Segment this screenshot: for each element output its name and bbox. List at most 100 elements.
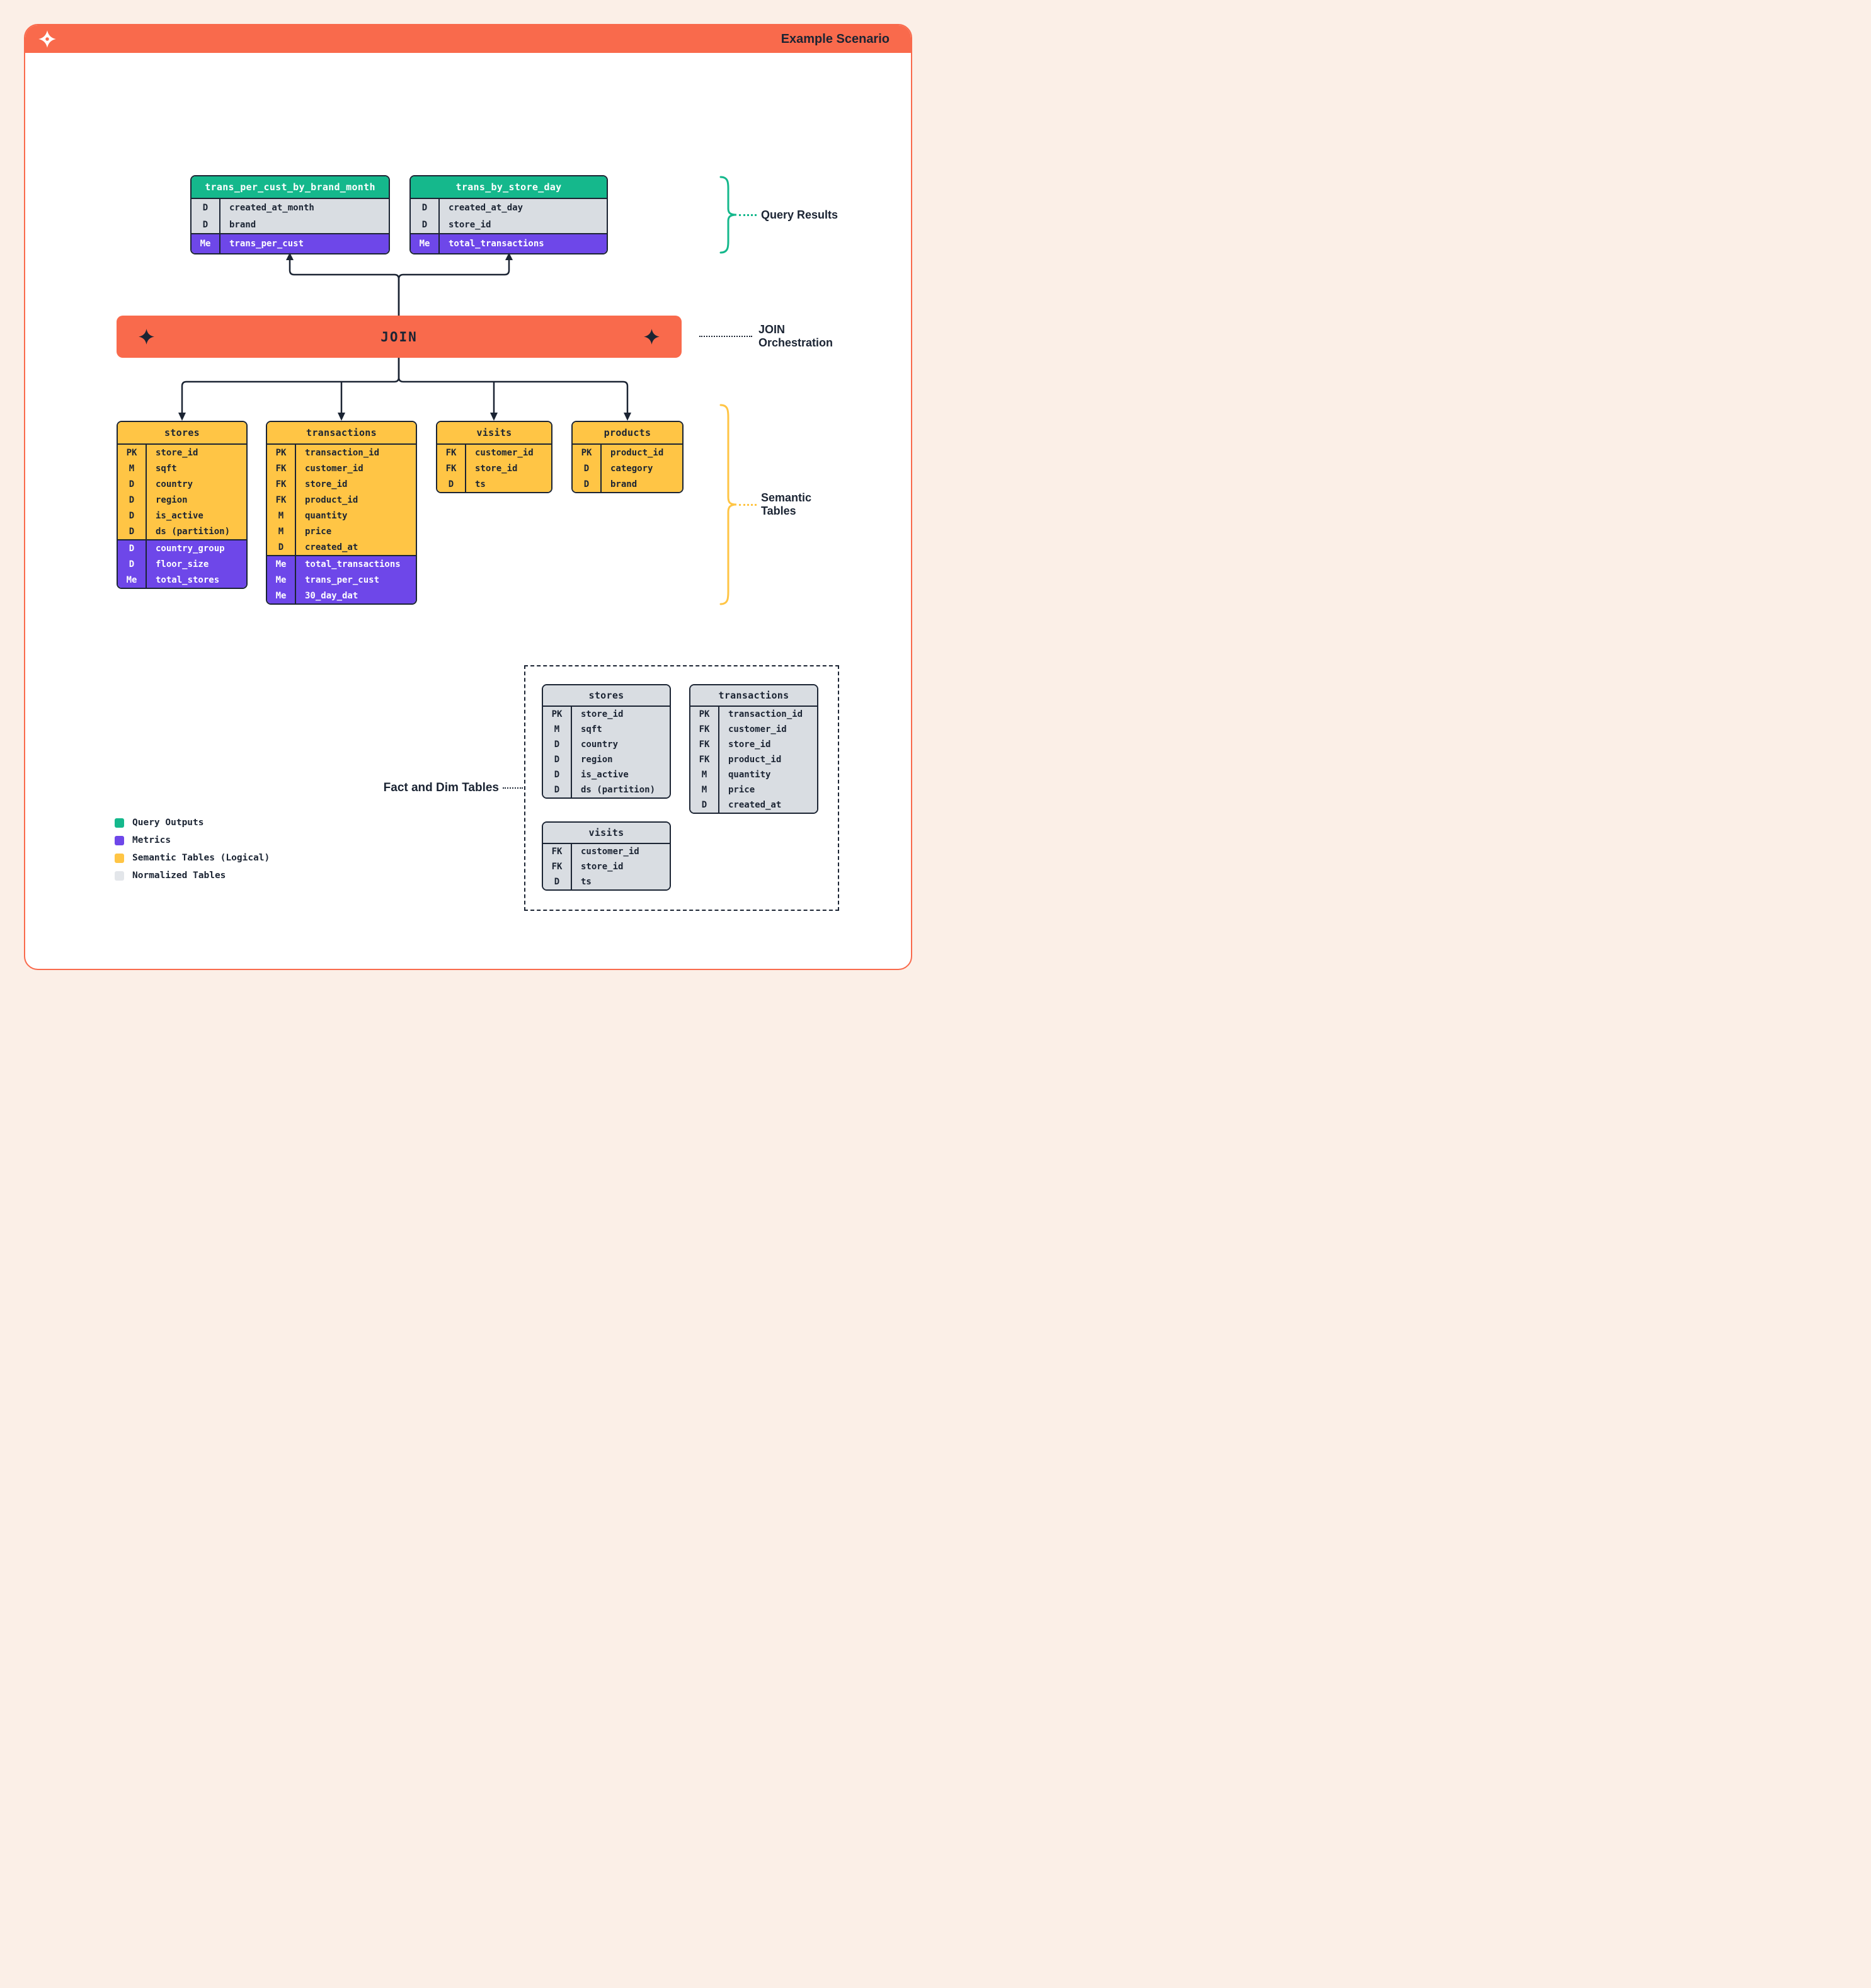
row-key: Me: [192, 234, 220, 253]
row-key: M: [690, 782, 719, 797]
row-field: transaction_id: [305, 447, 380, 458]
row-field: transaction_id: [728, 709, 803, 719]
row-key: D: [543, 752, 572, 767]
semantic-tables-swatch-icon: [115, 853, 124, 863]
join-orchestration-connector: [699, 336, 752, 337]
legend-item-semantic-tables: Semantic Tables (Logical): [115, 853, 270, 863]
join-label: JOIN: [380, 329, 418, 345]
row-field: ds (partition): [156, 526, 231, 537]
row-field: product_id: [610, 447, 664, 458]
row-key: D: [437, 476, 466, 492]
join-bar: JOIN: [117, 316, 682, 358]
semantic-tables-label: Semantic Tables: [761, 491, 812, 517]
row-key: D: [411, 199, 440, 216]
table-row: PK transaction_id: [690, 707, 817, 722]
row-key: M: [543, 722, 572, 737]
row-key: Me: [267, 556, 296, 572]
row-field: product_id: [305, 494, 358, 505]
sparkle-icon: [644, 329, 660, 345]
app-logo-icon: [38, 30, 56, 48]
legend: Query Outputs Metrics Semantic Tables (L…: [115, 818, 270, 888]
row-field: quantity: [728, 770, 771, 780]
row-key: D: [118, 556, 147, 572]
row-key: Me: [267, 572, 296, 588]
normalized-tables-swatch-icon: [115, 871, 124, 881]
row-key: FK: [690, 737, 719, 752]
table-title: visits: [437, 422, 551, 445]
row-key: PK: [267, 445, 296, 460]
row-key: D: [267, 539, 296, 555]
legend-label: Query Outputs: [132, 818, 204, 828]
row-field: brand: [610, 479, 638, 489]
semantic-tables-connector: [739, 504, 757, 506]
fact-dim-tables-label: Fact and Dim Tables: [383, 781, 499, 794]
sparkle-icon: [139, 329, 154, 345]
row-key: D: [543, 874, 572, 889]
row-field: customer_id: [305, 463, 363, 474]
table-row: PK transaction_id: [267, 445, 416, 460]
row-field: total_transactions: [305, 559, 401, 569]
row-field: created_at_month: [229, 202, 314, 213]
row-key: PK: [690, 707, 719, 722]
row-key: D: [573, 460, 602, 476]
table-metrics: Me trans_per_cust: [192, 233, 389, 253]
legend-item-normalized-tables: Normalized Tables: [115, 871, 270, 881]
row-key: FK: [267, 476, 296, 492]
table-title: transactions: [267, 422, 416, 445]
row-key: PK: [543, 707, 572, 722]
row-field: price: [728, 785, 755, 795]
row-key: Me: [411, 234, 440, 253]
table-title: visits: [543, 823, 670, 844]
scenario-card: Example Scenario trans_per_cust_by_brand…: [24, 24, 912, 970]
query-results-label: Query Results: [761, 209, 838, 221]
table-title: trans_per_cust_by_brand_month: [192, 176, 389, 199]
metrics-swatch-icon: [115, 835, 124, 845]
row-key: FK: [543, 844, 572, 859]
row-key: D: [192, 216, 220, 233]
row-key: Me: [267, 588, 296, 603]
row-field: floor_size: [156, 559, 209, 569]
row-field: store_id: [728, 740, 771, 750]
row-key: FK: [543, 859, 572, 874]
legend-label: Metrics: [132, 835, 171, 845]
row-key: FK: [267, 460, 296, 476]
row-field: is_active: [581, 770, 629, 780]
table-title: trans_by_store_day: [411, 176, 607, 199]
row-field: product_id: [728, 755, 782, 765]
row-key: D: [118, 508, 147, 523]
row-field: trans_per_cust: [229, 239, 304, 249]
table-title: products: [573, 422, 682, 445]
row-key: FK: [690, 752, 719, 767]
diagram-canvas: Example Scenario trans_per_cust_by_brand…: [0, 0, 936, 994]
row-field: total_stores: [156, 574, 220, 585]
